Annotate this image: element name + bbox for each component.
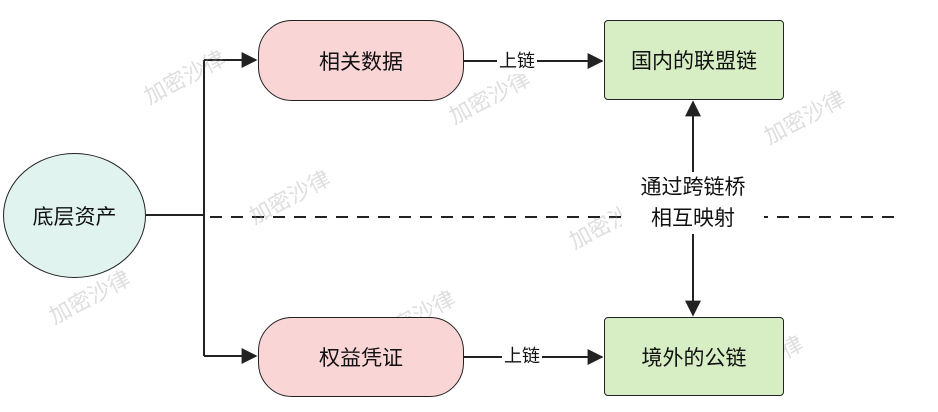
node-domestic-chain-label: 国内的联盟链 <box>631 49 757 73</box>
node-underlying-asset: 底层资产 <box>3 153 146 278</box>
bridge-label: 通过跨链桥 相互映射 <box>622 172 764 234</box>
node-rights-certificate-label: 权益凭证 <box>319 346 403 370</box>
node-underlying-asset-label: 底层资产 <box>32 204 117 229</box>
bridge-label-line2: 相互映射 <box>651 206 735 230</box>
node-overseas-public-chain: 境外的公链 <box>604 317 784 396</box>
node-domestic-consortium-chain: 国内的联盟链 <box>604 20 784 100</box>
bridge-label-line1: 通过跨链桥 <box>640 175 746 199</box>
edge-label-upchain-top: 上链 <box>497 50 537 74</box>
node-rights-certificate: 权益凭证 <box>258 317 464 397</box>
node-related-data: 相关数据 <box>258 20 464 101</box>
node-overseas-chain-label: 境外的公链 <box>641 345 747 370</box>
node-related-data-label: 相关数据 <box>319 49 403 74</box>
edge-label-upchain-bottom: 上链 <box>502 345 542 369</box>
